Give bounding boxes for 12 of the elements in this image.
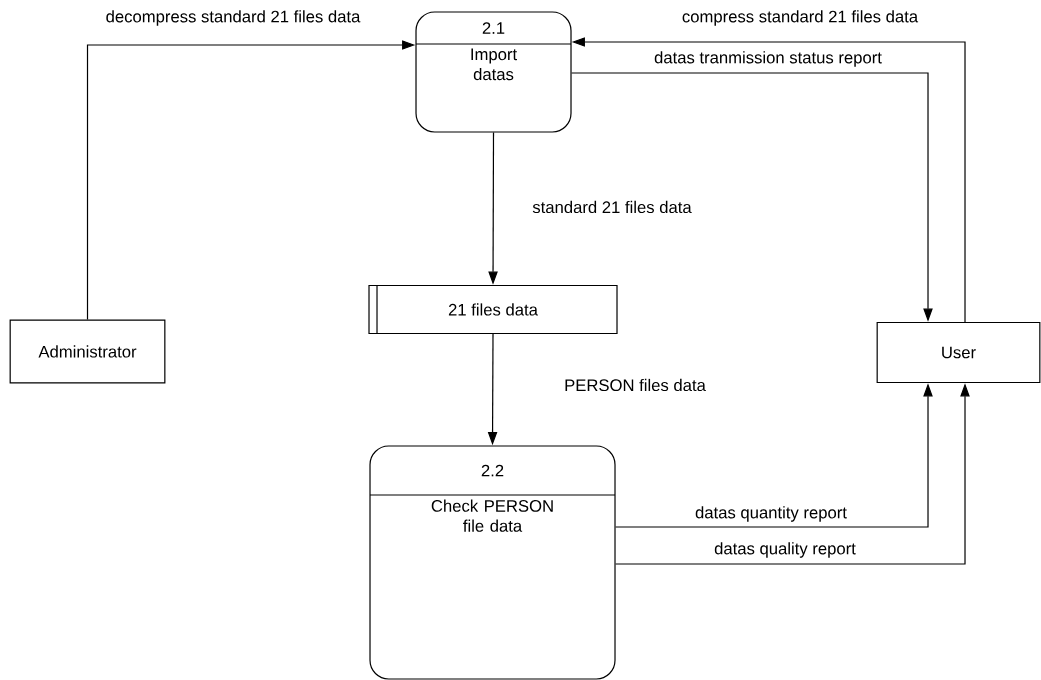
process-box: 2.1 Import datas	[415, 11, 572, 133]
edge-label: compress standard 21 files data	[680, 8, 920, 28]
edge-label: datas tranmission status report	[652, 49, 884, 69]
entity-box: User	[876, 321, 1041, 384]
process-box: 2.2 Check PERSON file data	[369, 445, 616, 680]
data-store: 21 files data	[368, 284, 618, 335]
entity-box: Administrator	[9, 319, 166, 384]
edge-label: PERSON files data	[562, 377, 708, 393]
edge-label: decompress standard 21 files data	[104, 8, 362, 28]
edge-label: datas quantity report	[693, 504, 849, 524]
edge-label: standard 21 files data	[531, 199, 694, 215]
edge-label: datas quality report	[712, 540, 858, 560]
